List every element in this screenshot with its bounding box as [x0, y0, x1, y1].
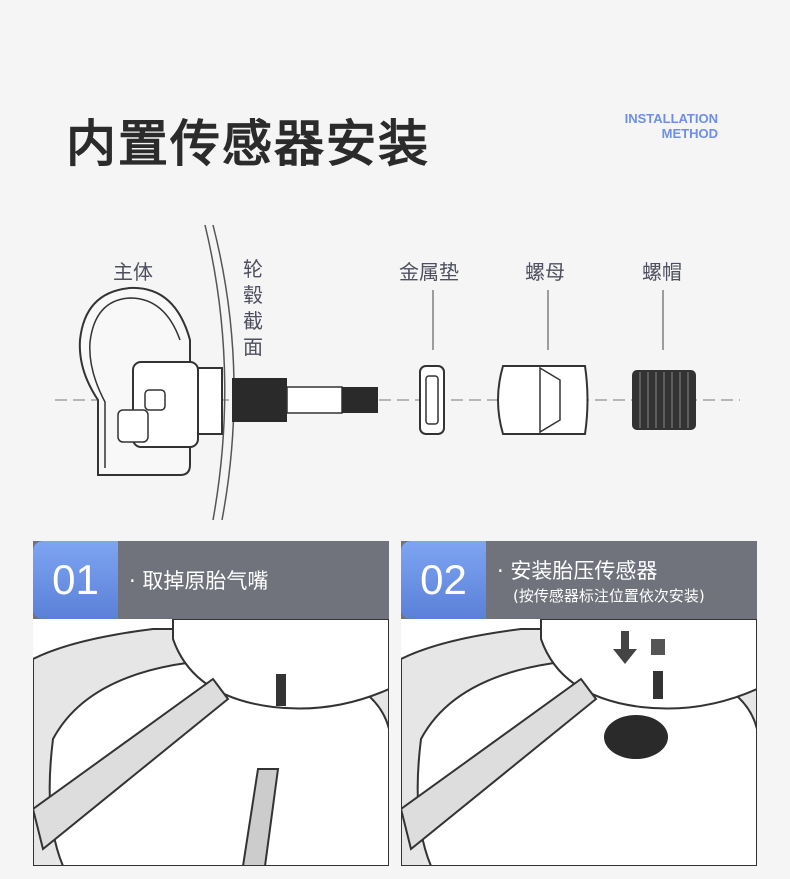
label-cap: 螺帽 — [642, 260, 682, 284]
step-title: · 安装胎压传感器 — [497, 559, 658, 583]
step-panel-1: 01 · 取掉原胎气嘴 — [33, 541, 389, 866]
label-nut: 螺母 — [525, 260, 565, 284]
step-header: 01 · 取掉原胎气嘴 — [33, 541, 389, 619]
step-number: 01 — [33, 541, 118, 619]
threaded-stem — [232, 378, 287, 422]
nut-shape — [497, 365, 589, 435]
remove-valve-illustration — [33, 619, 389, 866]
down-arrow-icon — [613, 631, 637, 664]
install-sensor-illustration — [401, 619, 757, 866]
rim-section-line — [204, 224, 226, 521]
subtitle-line: METHOD — [661, 126, 718, 141]
sensor-exploded-diagram — [55, 224, 740, 521]
page-subtitle: INSTALLATION METHOD — [625, 111, 718, 141]
page-title: 内置传感器安装 — [66, 115, 430, 173]
step-subtitle: (按传感器标注位置依次安装) — [513, 587, 705, 605]
step-header: 02 · 安装胎压传感器 (按传感器标注位置依次安装) — [401, 541, 757, 619]
label-rim-section: 轮毂截面 — [243, 257, 263, 359]
label-body: 主体 — [113, 260, 153, 284]
step-panel-2: 02 · 安装胎压传感器 (按传感器标注位置依次安装) — [401, 541, 757, 866]
step-title: · 取掉原胎气嘴 — [129, 569, 269, 593]
label-washer: 金属垫 — [399, 260, 459, 284]
step-number: 02 — [401, 541, 486, 619]
subtitle-line: INSTALLATION — [624, 111, 718, 126]
